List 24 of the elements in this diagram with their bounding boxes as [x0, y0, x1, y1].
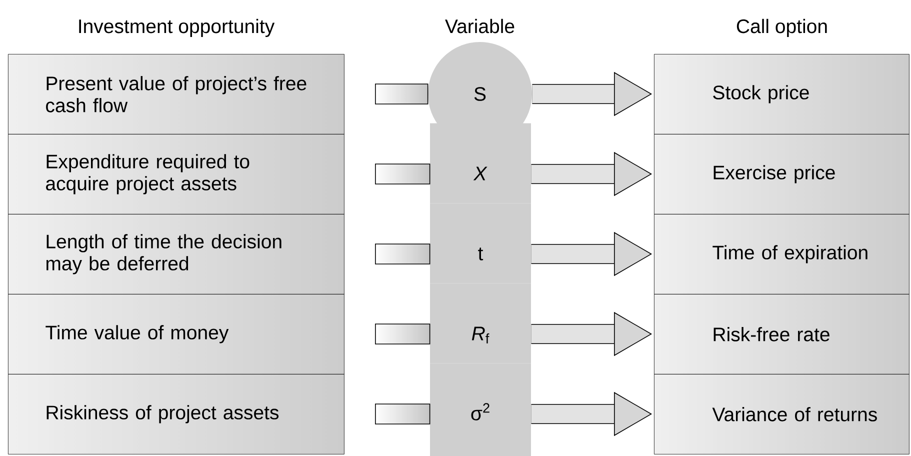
- row-box: Variance of returns: [654, 374, 910, 454]
- row-box: Time of expiration: [654, 214, 910, 294]
- row-box: Expenditure required to acquire project assets: [8, 134, 344, 214]
- variable-box: R$_{f}$: [430, 283, 531, 364]
- row-box: Time value of money: [8, 294, 344, 374]
- block-arrow: [375, 84, 428, 104]
- variable-box: X: [430, 123, 531, 204]
- row-box: Present value of project’s free cash flow: [8, 54, 344, 134]
- row-box: Stock price: [654, 54, 910, 134]
- block-arrow: [375, 404, 430, 424]
- variable-box: σ$^{2}$: [430, 363, 531, 456]
- row-box: Exercise price: [654, 134, 910, 214]
- block-arrow: [375, 324, 430, 344]
- row-box: Riskiness of project assets: [8, 374, 344, 454]
- row-box: Risk-free rate: [654, 294, 910, 374]
- node-label: S: [474, 87, 486, 101]
- node-label: t: [478, 248, 484, 260]
- variable-box: t: [430, 203, 531, 284]
- block-arrow: [375, 164, 430, 184]
- node-label: σ$^{2}$: [471, 403, 490, 420]
- node-label: X: [473, 166, 488, 180]
- node-label: R$_{f}$: [472, 326, 490, 344]
- row-box: Length of time the decision may be deferred: [8, 214, 344, 294]
- block-arrow: [375, 244, 430, 264]
